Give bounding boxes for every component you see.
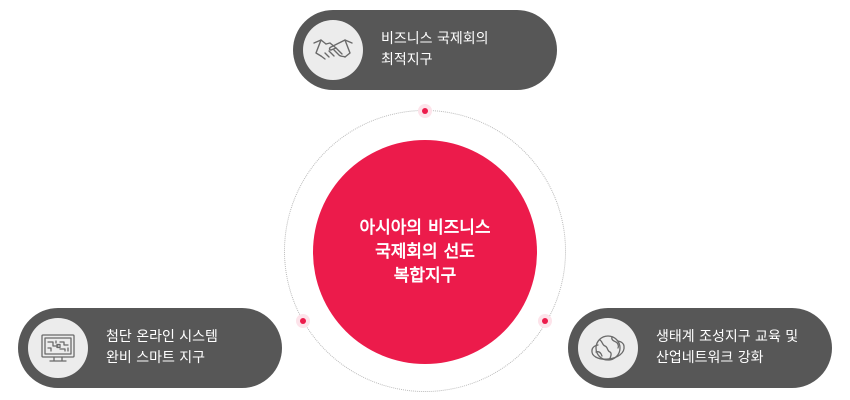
center-line-2: 국제회의 선도 <box>375 242 475 262</box>
node-smart-system: 첨단 온라인 시스템 완비 스마트 지구 <box>18 308 282 388</box>
node-line: 생태계 조성지구 교육 및 <box>656 329 799 345</box>
node-text: 생태계 조성지구 교육 및 산업네트워크 강화 <box>656 327 798 369</box>
circuit-board-icon <box>28 318 88 378</box>
handshake-icon <box>303 20 363 80</box>
orbit-dot-top <box>418 104 432 118</box>
node-line: 완비 스마트 지구 <box>106 350 206 366</box>
center-line-1: 아시아의 비즈니스 <box>359 218 491 238</box>
node-line: 비즈니스 국제회의 <box>381 31 489 47</box>
node-text: 첨단 온라인 시스템 완비 스마트 지구 <box>106 327 218 369</box>
orbit-dot-right <box>538 314 552 328</box>
center-line-3: 복합지구 <box>393 266 457 286</box>
globe-icon <box>578 318 638 378</box>
node-line: 최적지구 <box>381 52 433 68</box>
center-circle: 아시아의 비즈니스 국제회의 선도 복합지구 <box>313 140 537 364</box>
node-text: 비즈니스 국제회의 최적지구 <box>381 29 489 71</box>
orbit-dot-left <box>296 314 310 328</box>
node-business-conference: 비즈니스 국제회의 최적지구 <box>293 10 557 90</box>
node-ecosystem-network: 생태계 조성지구 교육 및 산업네트워크 강화 <box>568 308 832 388</box>
node-line: 첨단 온라인 시스템 <box>106 329 218 345</box>
node-line: 산업네트워크 강화 <box>656 350 764 366</box>
